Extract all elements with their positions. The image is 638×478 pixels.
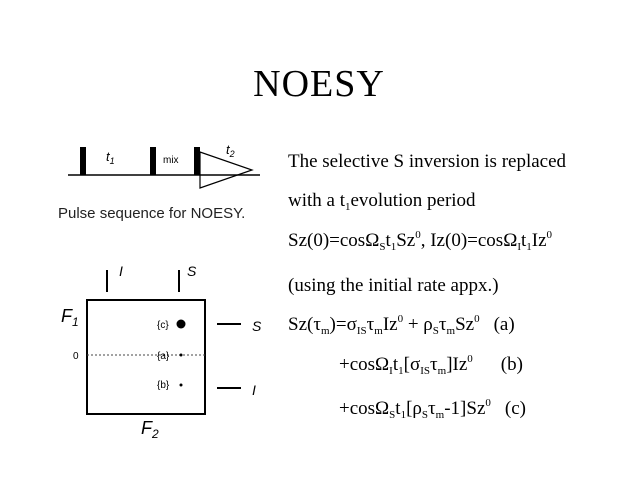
- top-i-label: I: [119, 263, 123, 279]
- peak-b-dot: [179, 383, 183, 387]
- f2-axis-label: F2: [141, 418, 159, 440]
- top-s-label: S: [187, 263, 197, 279]
- peak-c-dot: [176, 319, 186, 329]
- peak-a-dot: [179, 353, 183, 357]
- spectrum-frame: [86, 299, 206, 415]
- t1-label: t1: [106, 149, 115, 166]
- peak-c-label: {c}: [157, 320, 169, 331]
- side-s-label: S: [252, 318, 262, 334]
- pulse-sequence-caption: Pulse sequence for NOESY.: [58, 205, 246, 222]
- mix-label: mix: [163, 155, 179, 166]
- text-line-7: +cosΩSt1[ρSτm-1]Sz0(c): [339, 397, 526, 421]
- second-pulse: [150, 147, 156, 175]
- text-line-2: with a t1evolution period: [288, 190, 476, 213]
- fid-acquisition: [199, 151, 254, 189]
- third-pulse: [194, 147, 200, 175]
- text-line-3: Sz(0)=cosΩSt1Sz0, Iz(0)=cosΩIt1Iz0: [288, 229, 553, 253]
- noesy-spectrum-diagram: I S S I F1 0 {c} {a} {b} F2: [61, 263, 262, 440]
- side-i-label: I: [252, 382, 256, 398]
- text-line-1: The selective S inversion is replaced: [288, 151, 567, 172]
- peak-b-label: {b}: [157, 380, 170, 391]
- text-line-4: (using the initial rate appx.): [288, 275, 499, 296]
- text-line-5: Sz(τm)=σISτmIz0 + ρSτmSz0(a): [288, 313, 515, 337]
- t2-label: t2: [226, 142, 235, 159]
- slide-title: NOESY: [253, 63, 385, 105]
- zero-label: 0: [73, 351, 79, 362]
- f1-axis-label: F1: [61, 306, 79, 329]
- peak-a-label: {a}: [157, 351, 170, 362]
- first-pulse: [80, 147, 86, 175]
- pulse-sequence-diagram: t1 mix t2: [68, 142, 260, 189]
- text-line-6: +cosΩIt1[σISτm]Iz0(b): [339, 353, 523, 377]
